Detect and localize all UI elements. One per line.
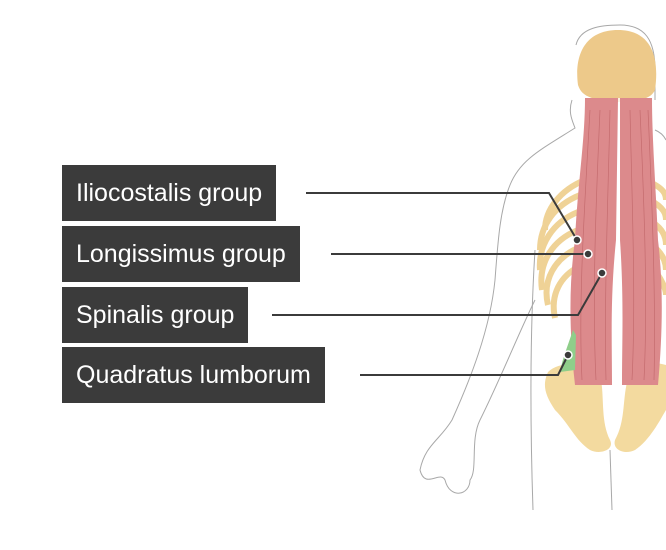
leader-line-iliocostalis [306,192,578,241]
leader-lines [272,192,603,376]
pointer-dot-quadratus [563,350,573,360]
pelvis [544,363,666,452]
pointer-dot-spinalis [597,268,607,278]
erector-spinae-muscles [570,98,662,385]
body-outline [419,24,666,511]
label-longissimus-group: Longissimus group [62,226,300,282]
leader-line-spinalis [272,272,603,316]
label-iliocostalis-group: Iliocostalis group [62,165,277,221]
pointer-dot-iliocostalis [572,235,582,245]
label-quadratus-lumborum: Quadratus lumborum [62,347,325,403]
pointer-dot-longissimus [583,249,593,259]
leader-line-quadratus [360,354,569,376]
label-spinalis-group: Spinalis group [62,287,249,343]
pointer-dots [563,235,607,360]
skull [577,30,657,102]
